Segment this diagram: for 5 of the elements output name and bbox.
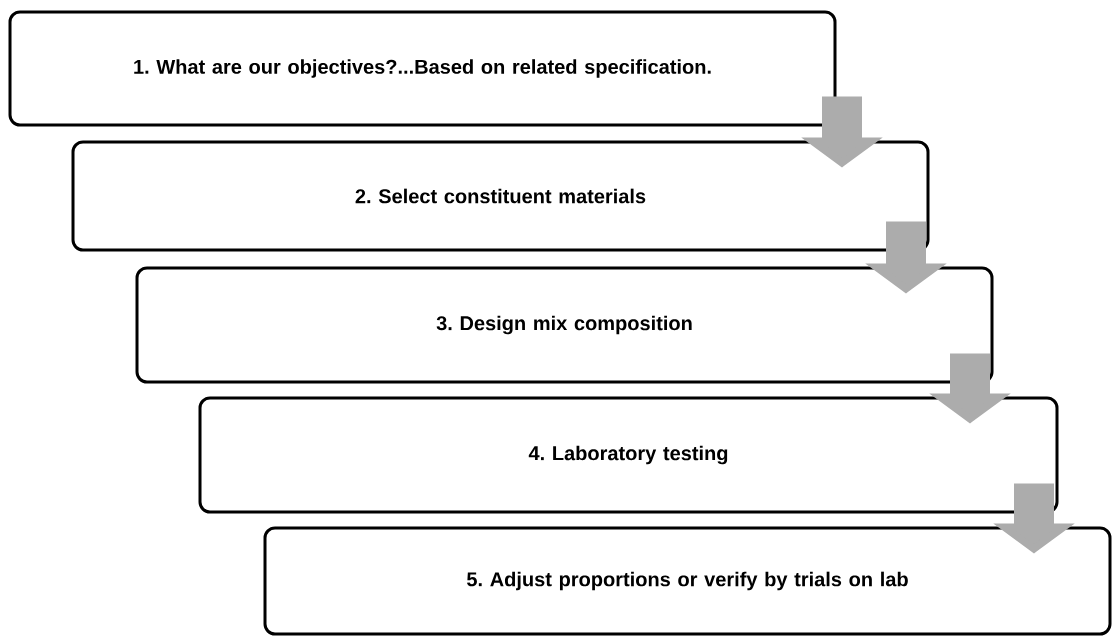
process-box: 5. Adjust proportions or verify by trials on lab <box>263 526 1112 636</box>
process-box: 4. Laboratory testing <box>198 396 1059 514</box>
process-box: 1. What are our objectives?...Based on related specification. <box>8 10 837 127</box>
process-box: 3. Design mix composition <box>135 266 994 384</box>
process-box: 2. Select constituent materials <box>71 140 930 252</box>
